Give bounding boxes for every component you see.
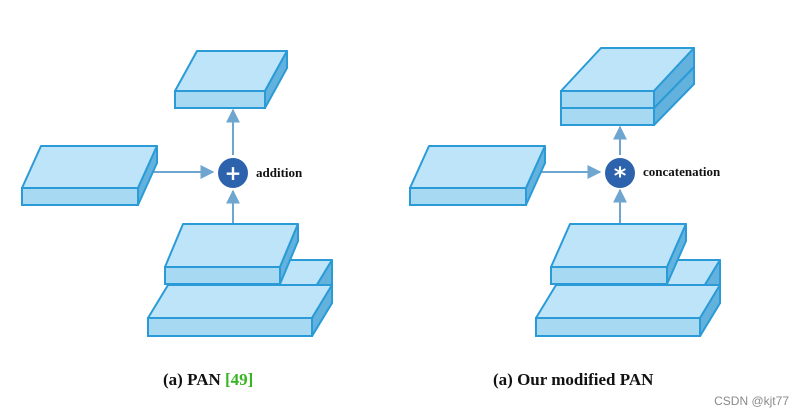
panel-pan: + addition (a) PAN [49] [21,50,333,389]
concatenation-operator-icon: * [605,158,635,190]
feature-map-block-bottom-right [550,223,687,285]
watermark: CSDN @kjt77 [714,394,789,408]
operator-symbol-left: + [225,161,242,185]
caption-pan-text: (a) PAN [163,370,225,389]
operation-label-addition: addition [256,165,303,180]
caption-modified-pan: (a) Our modified PAN [493,370,654,389]
panel-modified-pan: * concatenation (a) Our modified PAN [409,47,721,389]
feature-map-block-concatenated [560,47,695,126]
operator-symbol-right: * [614,162,627,190]
feature-map-block-bottom-left [164,223,299,285]
feature-map-block-lateral-left [21,145,158,206]
caption-pan-reference: [49] [225,370,253,389]
caption-pan: (a) PAN [49] [163,370,253,389]
addition-operator-icon: + [218,158,248,188]
operation-label-concatenation: concatenation [643,164,721,179]
caption-modified-pan-text: (a) Our modified PAN [493,370,654,389]
feature-map-block-lateral-right [409,145,546,206]
feature-map-block-top-left [174,50,288,109]
